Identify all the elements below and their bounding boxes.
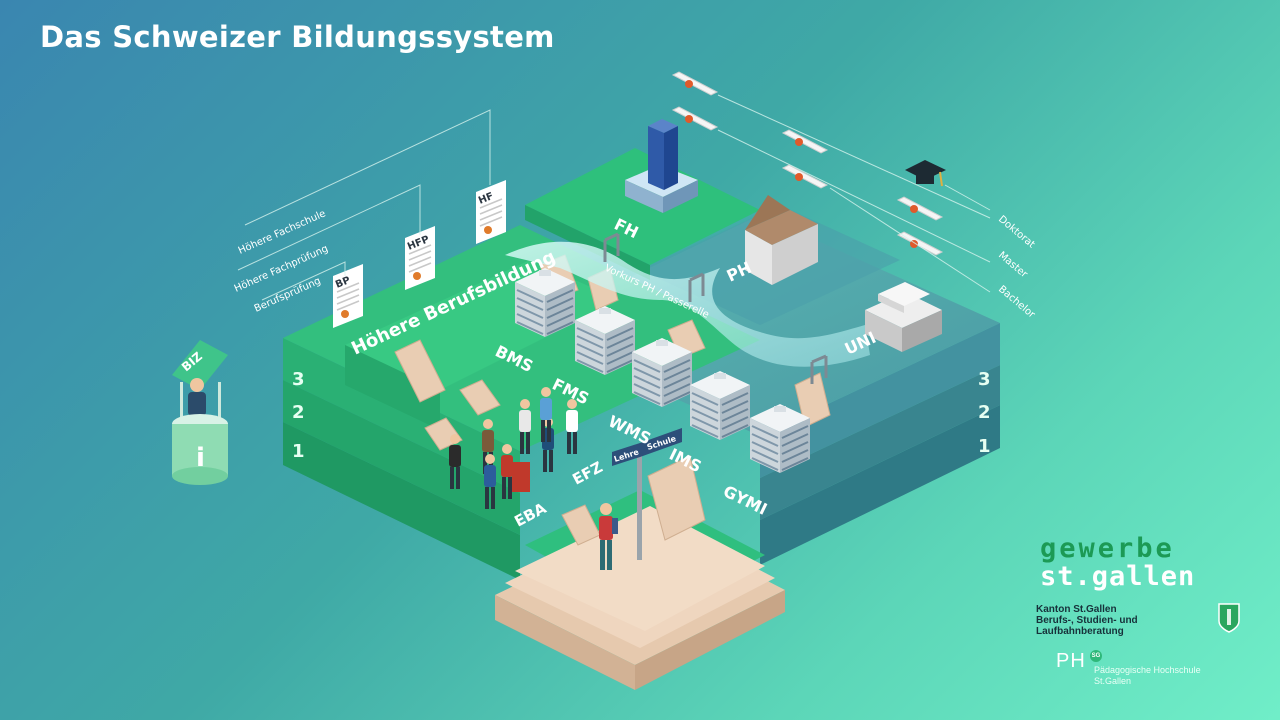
label-degree-bachelor: Bachelor — [996, 284, 1037, 321]
school-buildings — [515, 268, 810, 473]
uni-building — [865, 282, 942, 352]
person-figure — [484, 454, 496, 509]
label-track-efz: EFZ — [569, 458, 605, 489]
entry-stairs — [495, 490, 785, 690]
diploma-scroll-icon — [896, 196, 944, 221]
school-building — [750, 404, 810, 473]
ph-line-2: St.Gallen — [1094, 676, 1132, 686]
level-left-1: 1 — [292, 441, 305, 462]
certificate-doc-hf: HF — [476, 180, 506, 244]
fh-building — [625, 119, 698, 213]
diploma-scroll-icon — [781, 164, 829, 189]
info-booth — [172, 340, 228, 485]
person-figure — [449, 434, 461, 489]
person-figure — [540, 387, 552, 442]
label-degree-master: Master — [996, 250, 1030, 281]
school-building — [632, 338, 692, 407]
booth-info-icon: i — [196, 443, 205, 473]
label-degree-doktorat: Doktorat — [996, 214, 1037, 251]
people-group — [449, 387, 578, 509]
level-left-2: 2 — [292, 402, 305, 423]
certificate-code-hf: HF — [477, 191, 495, 207]
turnstiles — [603, 232, 828, 384]
certificate-doc-bp: BP — [333, 264, 363, 328]
level-left-3: 3 — [292, 369, 305, 390]
school-building — [690, 371, 750, 440]
level-right-2: 2 — [978, 402, 991, 423]
page-title: Das Schweizer Bildungssystem — [40, 20, 555, 54]
ph-mark: PH — [1056, 650, 1086, 672]
brick-wall — [512, 462, 530, 492]
student-figure — [599, 503, 618, 570]
person-figure — [566, 399, 578, 454]
ph-sg-badge: SG — [1090, 650, 1102, 662]
graduation-cap-icon — [905, 160, 946, 187]
degree-guide-lines — [717, 94, 991, 293]
logo-gewerbe-text: gewerbe — [1040, 533, 1175, 564]
signpost — [612, 428, 682, 560]
certificate-doc-hfp: HFP — [405, 226, 435, 290]
ph-building — [745, 195, 818, 285]
ph-line-1: Pädagogische Hochschule — [1094, 665, 1201, 675]
pathway-ramp — [505, 241, 870, 367]
certificate-code-bp: BP — [334, 275, 352, 291]
logo-stgallen-text: st.gallen — [1040, 561, 1196, 592]
diploma-scrolls — [671, 71, 991, 293]
diploma-scroll-icon — [671, 71, 719, 96]
person-figure — [501, 444, 513, 499]
diploma-scroll-icon — [781, 129, 829, 154]
school-building — [575, 306, 635, 375]
school-building — [515, 268, 575, 337]
gewerbe-logo: gewerbe st.gallen — [1040, 535, 1240, 591]
kanton-text: Kanton St.Gallen Berufs-, Studien- und L… — [1036, 604, 1196, 637]
diploma-scroll-icon — [671, 106, 719, 131]
kanton-crest-icon — [1218, 603, 1240, 633]
kanton-line-1: Kanton St.Gallen — [1036, 604, 1117, 615]
person-figure — [519, 399, 531, 454]
ph-text: Pädagogische Hochschule St.Gallen — [1094, 665, 1201, 687]
level-right-1: 1 — [978, 436, 991, 457]
level-right-3: 3 — [978, 369, 991, 390]
certificate-guide-lines — [237, 109, 491, 301]
ph-logo: PH SG Pädagogische Hochschule St.Gallen — [1056, 650, 1240, 690]
kanton-line-3: Laufbahnberatung — [1036, 626, 1124, 637]
kanton-line-2: Berufs-, Studien- und — [1036, 615, 1138, 626]
